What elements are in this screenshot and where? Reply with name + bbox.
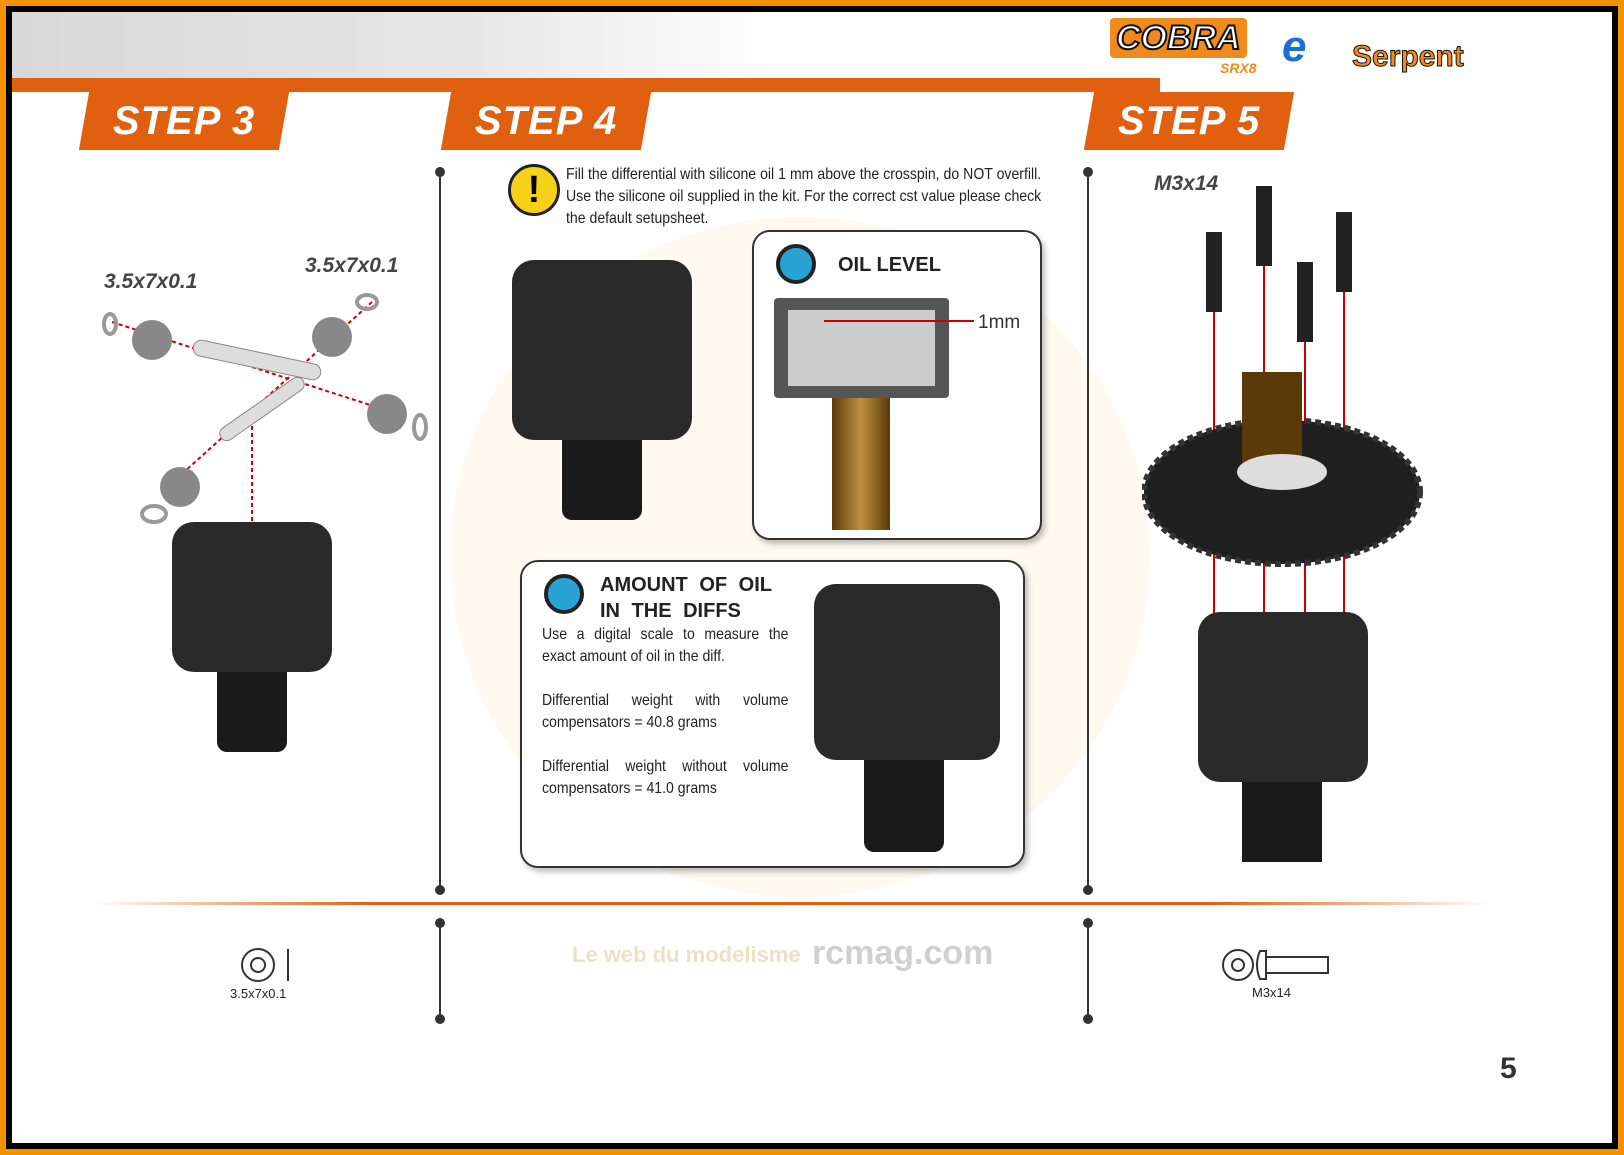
outdrive <box>562 440 642 520</box>
outdrive <box>217 672 287 752</box>
warning-text: Fill the differential with silicone oil … <box>566 166 1042 227</box>
logo-srx8-text: SRX8 <box>1220 60 1257 76</box>
manual-page: COBRA SRX8 e Serpent STEP 3 STEP 4 STEP … <box>12 12 1612 1143</box>
divider-dot <box>1083 918 1093 928</box>
divider <box>439 924 441 1020</box>
magnifier-icon <box>544 574 584 614</box>
divider-dot <box>1083 885 1093 895</box>
header-band <box>12 78 1160 92</box>
divider-dot <box>435 918 445 928</box>
divider-dot <box>1083 1014 1093 1024</box>
oil-amount-title: AMOUNT OF OIL IN THE DIFFS <box>600 574 772 622</box>
divider <box>1087 924 1089 1020</box>
page-number: 5 <box>1500 1052 1517 1085</box>
divider <box>1087 172 1089 892</box>
section-separator <box>92 902 1492 905</box>
divider <box>439 172 441 892</box>
magnifier-icon <box>776 244 816 284</box>
outdrive-section <box>832 398 890 530</box>
logo-serpent: Serpent <box>1352 40 1465 74</box>
oil-level-panel: OIL LEVEL 1mm <box>752 230 1042 540</box>
diff-housing <box>172 522 332 672</box>
watermark-line2: rcmag.com <box>812 934 994 972</box>
oil-amount-p1: Use a digital scale to measure the exact… <box>542 626 789 665</box>
logo-e-text: e <box>1282 22 1307 71</box>
diff-cross-section <box>774 298 949 398</box>
step-4-badge: STEP 4 <box>440 92 652 150</box>
washer-part-label: 3.5x7x0.1 <box>230 986 287 1001</box>
washer-label-left: 3.5x7x0.1 <box>104 270 198 293</box>
divider-dot <box>1083 167 1093 177</box>
header-fade-graphic <box>12 12 772 78</box>
outdrive <box>864 760 944 852</box>
divider-dot <box>435 1014 445 1024</box>
spur-gear-assembly-illustration <box>1142 186 1423 862</box>
screw-part-icon <box>1222 949 1329 981</box>
oil-amount-panel: AMOUNT OF OIL IN THE DIFFS Use a digital… <box>520 560 1025 868</box>
oil-level-line <box>824 320 974 322</box>
diff-housing <box>512 260 692 440</box>
warning-icon: ! <box>508 164 560 216</box>
screw-part-label: M3x14 <box>1252 985 1292 1000</box>
diff-housing <box>814 584 1000 760</box>
divider-dot <box>435 167 445 177</box>
washer-label-right: 3.5x7x0.1 <box>305 254 399 277</box>
oil-level-measure: 1mm <box>978 312 1021 333</box>
oil-amount-p3: Differential weight without volume compe… <box>542 758 789 797</box>
logo-cobra: COBRA SRX8 e <box>1110 18 1340 82</box>
step-3-badge: STEP 3 <box>78 92 290 150</box>
oil-amount-p2: Differential weight with volume compensa… <box>542 692 789 731</box>
watermark-line1: Le web du modelisme <box>572 942 801 967</box>
oil-level-title: OIL LEVEL <box>838 254 941 276</box>
logo-cobra-text: COBRA <box>1110 18 1247 58</box>
crosspin-gears-illustration <box>102 293 428 552</box>
washer-part-icon <box>241 948 289 982</box>
step-5-badge: STEP 5 <box>1083 92 1295 150</box>
divider-dot <box>435 885 445 895</box>
screw-label: M3x14 <box>1154 172 1219 195</box>
